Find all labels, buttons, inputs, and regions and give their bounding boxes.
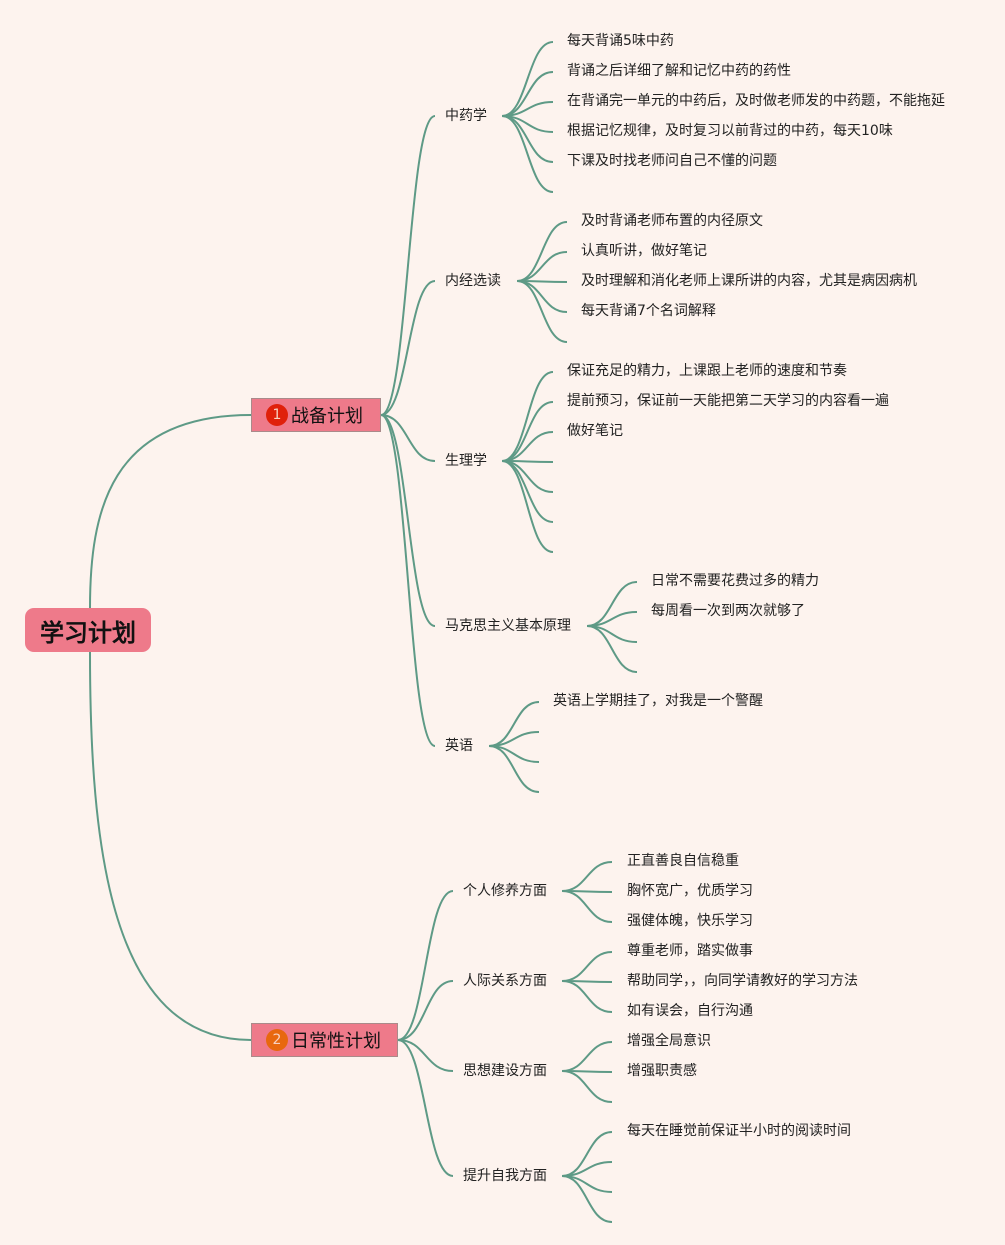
leaf-node[interactable]: 胸怀宽广，优质学习 <box>627 883 753 899</box>
edge-topic-leaf <box>501 460 554 553</box>
leaf-node[interactable]: 及时理解和消化老师上课所讲的内容，尤其是病因病机 <box>581 273 917 289</box>
leaf-node[interactable]: 英语上学期挂了，对我是一个警醒 <box>553 693 763 709</box>
branch-label: 战备计划 <box>291 406 363 427</box>
edge-topic-leaf <box>488 745 540 793</box>
leaf-node[interactable]: 及时背诵老师布置的内径原文 <box>581 213 763 229</box>
leaf-node[interactable]: 增强职责感 <box>627 1063 697 1079</box>
edge-branch-sub <box>380 414 436 462</box>
leaf-node[interactable]: 认真听讲，做好笔记 <box>581 243 707 259</box>
priority-1-icon: 1 <box>266 404 288 426</box>
edge-topic-leaf <box>561 1041 613 1072</box>
edge-topic-leaf <box>561 980 613 1013</box>
leaf-node[interactable]: 帮助同学，，向同学请教好的学习方法 <box>627 973 858 989</box>
edge-topic-leaf <box>586 625 638 673</box>
edge-topic-leaf <box>561 890 613 923</box>
leaf-node[interactable]: 尊重老师，踏实做事 <box>627 943 753 959</box>
branch-label: 日常性计划 <box>291 1031 381 1052</box>
leaf-node[interactable]: 每天背诵5味中药 <box>567 33 674 49</box>
root-label: 学习计划 <box>40 618 136 647</box>
edge-branch-sub <box>397 890 454 1041</box>
leaf-node[interactable]: 正直善良自信稳重 <box>627 853 739 869</box>
edge-topic-leaf <box>561 951 613 982</box>
edge-topic-leaf <box>561 861 613 892</box>
leaf-node[interactable]: 每天在睡觉前保证半小时的阅读时间 <box>627 1123 851 1139</box>
leaf-node[interactable]: 背诵之后详细了解和记忆中药的药性 <box>567 63 791 79</box>
leaf-node[interactable]: 如有误会，自行沟通 <box>627 1003 753 1019</box>
edge-topic-leaf <box>501 460 554 493</box>
leaf-node[interactable]: 在背诵完一单元的中药后，及时做老师发的中药题，不能拖延 <box>567 93 945 109</box>
leaf-node[interactable]: 提前预习，保证前一天能把第二天学习的内容看一遍 <box>567 393 889 409</box>
edge-topic-leaf <box>516 221 568 282</box>
topic-node[interactable]: 内经选读 <box>445 273 501 289</box>
edge-topic-leaf <box>516 280 568 343</box>
leaf-node[interactable]: 每天背诵7个名词解释 <box>581 303 716 319</box>
edge-branch-sub <box>380 414 436 627</box>
edge-topic-leaf <box>501 401 554 462</box>
leaf-node[interactable]: 根据记忆规律，及时复习以前背过的中药，每天10味 <box>567 123 893 139</box>
edge-branch-sub <box>380 115 436 416</box>
leaf-node[interactable]: 增强全局意识 <box>627 1033 711 1049</box>
edge-topic-leaf <box>516 251 568 282</box>
edge-root-branch-2 <box>89 651 252 1041</box>
topic-node[interactable]: 个人修养方面 <box>463 883 547 899</box>
edge-topic-leaf <box>561 1070 613 1103</box>
topic-node[interactable]: 思想建设方面 <box>463 1063 547 1079</box>
edge-topic-leaf <box>516 280 568 313</box>
edge-branch-sub <box>397 1039 454 1072</box>
topic-node[interactable]: 生理学 <box>445 453 487 469</box>
topic-node[interactable]: 人际关系方面 <box>463 973 547 989</box>
leaf-node[interactable]: 保证充足的精力，上课跟上老师的速度和节奏 <box>567 363 847 379</box>
topic-node[interactable]: 提升自我方面 <box>463 1168 547 1184</box>
edge-branch-sub <box>397 980 454 1041</box>
topic-node[interactable]: 马克思主义基本原理 <box>445 618 571 634</box>
edge-topic-leaf <box>501 41 554 117</box>
edge-topic-leaf <box>501 371 554 462</box>
topic-node[interactable]: 英语 <box>445 738 473 754</box>
topic-node[interactable]: 中药学 <box>445 108 487 124</box>
edge-branch-sub <box>397 1039 454 1177</box>
edge-root-branch-1 <box>89 414 252 609</box>
edge-topic-leaf <box>501 115 554 193</box>
priority-2-icon: 2 <box>266 1029 288 1051</box>
leaf-node[interactable]: 每周看一次到两次就够了 <box>651 603 805 619</box>
edge-branch-sub <box>380 280 436 416</box>
root-node[interactable]: 学习计划 <box>25 608 151 652</box>
leaf-node[interactable]: 下课及时找老师问自己不懂的问题 <box>567 153 777 169</box>
leaf-node[interactable]: 强健体魄，快乐学习 <box>627 913 753 929</box>
leaf-node[interactable]: 做好笔记 <box>567 423 623 439</box>
edge-branch-sub <box>380 414 436 747</box>
edge-topic-leaf <box>561 1175 613 1223</box>
leaf-node[interactable]: 日常不需要花费过多的精力 <box>651 573 819 589</box>
